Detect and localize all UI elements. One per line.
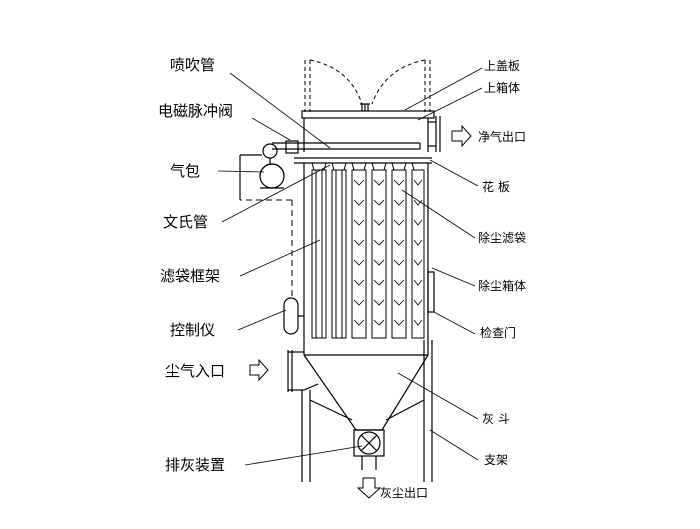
filter-bag-hatching — [353, 179, 423, 326]
upper-box — [303, 116, 441, 152]
ash-hopper-body — [303, 354, 429, 431]
leader-lines — [217, 67, 483, 466]
label-filter-bag-frame: 滤袋框架 — [160, 267, 220, 285]
dusty-gas-inlet-arrow — [249, 358, 269, 382]
dust-box-body — [303, 163, 435, 356]
label-dust-outlet: 灰尘出口 — [380, 486, 428, 500]
controller-body — [283, 297, 304, 335]
label-dusty-gas-inlet: 尘气入口 — [165, 362, 225, 380]
label-upper-box: 上箱体 — [484, 80, 520, 95]
air-bag-body — [259, 163, 285, 189]
labels: 喷吹管 电磁脉冲阀 气包 文氏管 滤袋框架 控制仪 尘气入口 排灰装置 上盖板 … — [158, 56, 526, 500]
discharge-device-body — [353, 429, 385, 470]
label-filter-bag: 除尘滤袋 — [478, 230, 526, 245]
label-support: 支架 — [484, 453, 508, 467]
label-solenoid-pulse-valve: 电磁脉冲阀 — [158, 102, 233, 120]
tube-sheet-plate — [294, 157, 432, 164]
dust-outlet-arrow — [356, 477, 382, 499]
label-controller: 控制仪 — [170, 321, 215, 339]
top-cover-plate — [301, 103, 435, 119]
spray-pipe-body — [300, 142, 421, 150]
label-air-bag: 气包 — [170, 162, 200, 180]
label-ash-hopper: 灰 斗 — [482, 412, 510, 426]
pulse-valve-assembly — [262, 140, 300, 165]
label-clean-gas-outlet: 净气出口 — [478, 129, 526, 144]
label-ash-discharge-device: 排灰装置 — [165, 456, 225, 474]
label-tube-sheet: 花 板 — [482, 179, 510, 194]
baghouse-structure — [239, 59, 472, 499]
clean-gas-outlet-arrow — [451, 124, 472, 148]
filter-bags — [311, 162, 425, 339]
support-legs — [301, 340, 433, 482]
label-top-cover: 上盖板 — [484, 59, 520, 73]
label-inspection-door: 检查门 — [480, 325, 516, 340]
control-wiring — [239, 154, 262, 200]
top-cover-open-dashed — [304, 59, 431, 112]
gas-inlet-duct — [287, 350, 319, 392]
control-wiring-dashed — [240, 199, 293, 300]
label-dust-box: 除尘箱体 — [478, 278, 526, 293]
label-spray-pipe: 喷吹管 — [170, 56, 215, 74]
label-venturi: 文氏管 — [163, 213, 208, 231]
